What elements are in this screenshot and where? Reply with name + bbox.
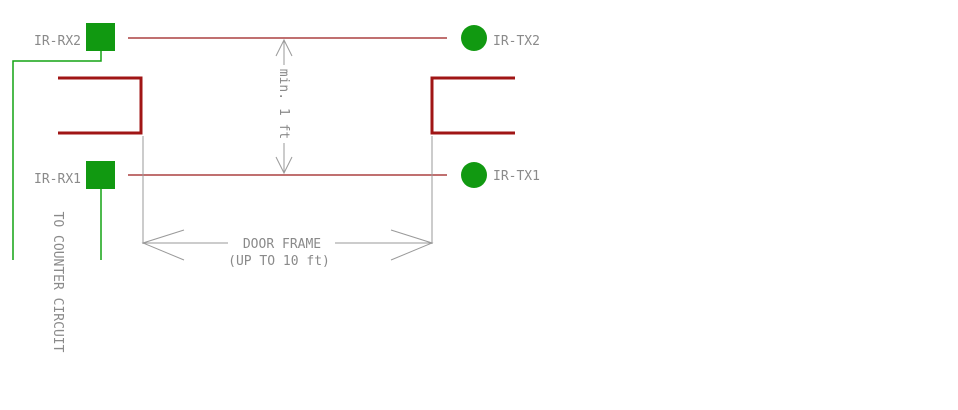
ir-rx1-receiver — [86, 161, 115, 189]
door-frame-right — [430, 76, 515, 135]
counter-circuit-label: TO COUNTER CIRCUIT — [50, 212, 65, 353]
tx1-label: IR-TX1 — [493, 169, 540, 184]
door-frame-left — [58, 76, 143, 135]
rx2-wire — [12, 51, 102, 260]
rx2-label: IR-RX2 — [34, 34, 81, 49]
ir-tx1-transmitter — [461, 162, 487, 188]
rx1-label: IR-RX1 — [34, 172, 81, 187]
door-width-label: (UP TO 10 ft) — [228, 254, 330, 269]
vertical-dimension — [275, 38, 293, 175]
door-frame-label: DOOR FRAME — [243, 237, 321, 252]
ir-rx2-receiver — [86, 23, 115, 51]
tx2-label: IR-TX2 — [493, 34, 540, 49]
door-width-dimension — [141, 136, 434, 261]
ir-tx2-transmitter — [461, 25, 487, 51]
vertical-dim-label: min. 1 ft — [276, 69, 291, 139]
